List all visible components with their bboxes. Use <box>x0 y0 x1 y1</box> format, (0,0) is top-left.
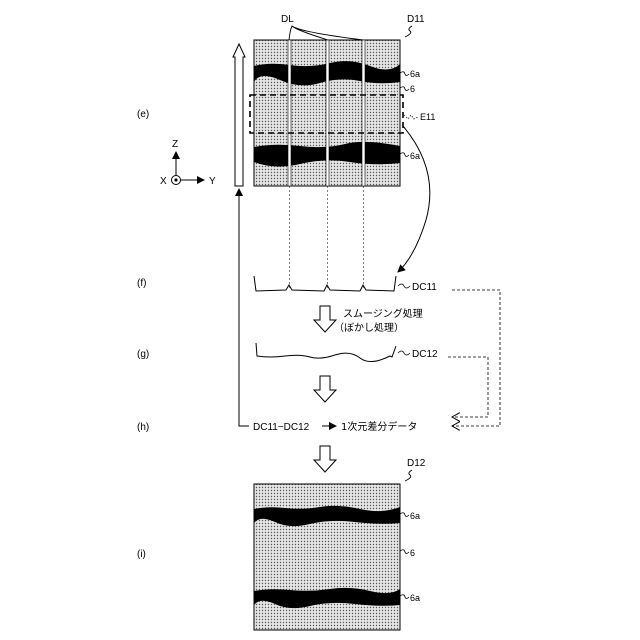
dl-label: DL <box>281 14 294 25</box>
smoothing-text-line1: スムージング処理 <box>343 307 423 320</box>
top-label-e11: E11 <box>420 112 435 122</box>
top-label-6: 6 <box>410 84 415 94</box>
output-down-arrow <box>314 446 336 472</box>
top-label-6a-lower: 6a <box>410 151 420 161</box>
top-image-panel <box>250 40 403 186</box>
row-label-f: (f) <box>137 278 146 289</box>
top-panel-id-label: D11 <box>407 14 425 25</box>
formula-result: 1次元差分データ <box>341 420 417 433</box>
scan-direction-arrow <box>233 44 245 186</box>
axis-z-label: Z <box>172 139 178 150</box>
row-label-g: (g) <box>137 349 149 360</box>
smoothing-text-line2: （ぼかし処理） <box>334 321 404 334</box>
row-label-e: (e) <box>137 109 149 120</box>
top-label-6a-upper: 6a <box>410 69 420 79</box>
dc11-signal <box>254 276 396 291</box>
dc12-label: DC12 <box>412 349 438 360</box>
smoothing-down-arrow <box>314 306 336 332</box>
row-label-i: (i) <box>137 549 146 560</box>
dc11-label: DC11 <box>412 282 437 293</box>
row-label-h: (h) <box>137 422 149 433</box>
axis-x-label: X <box>160 176 167 187</box>
feedback-line <box>239 189 249 426</box>
e11-to-dc11-arrow <box>398 126 430 272</box>
bottom-label-6: 6 <box>410 548 415 558</box>
bottom-label-6a-upper: 6a <box>410 511 420 521</box>
dc12-route <box>448 357 488 417</box>
axis-y-label: Y <box>209 176 216 187</box>
dc12-signal <box>256 343 396 362</box>
projection-lines <box>290 186 364 290</box>
dc11-route <box>452 290 500 426</box>
bottom-panel-id-label: D12 <box>407 458 426 469</box>
bottom-label-6a-lower: 6a <box>410 593 420 603</box>
bottom-image-panel <box>254 484 400 630</box>
formula-expression: DC11−DC12 <box>253 422 310 433</box>
axis-indicator: Z X Y <box>160 139 216 187</box>
subtraction-down-arrow <box>314 376 336 402</box>
